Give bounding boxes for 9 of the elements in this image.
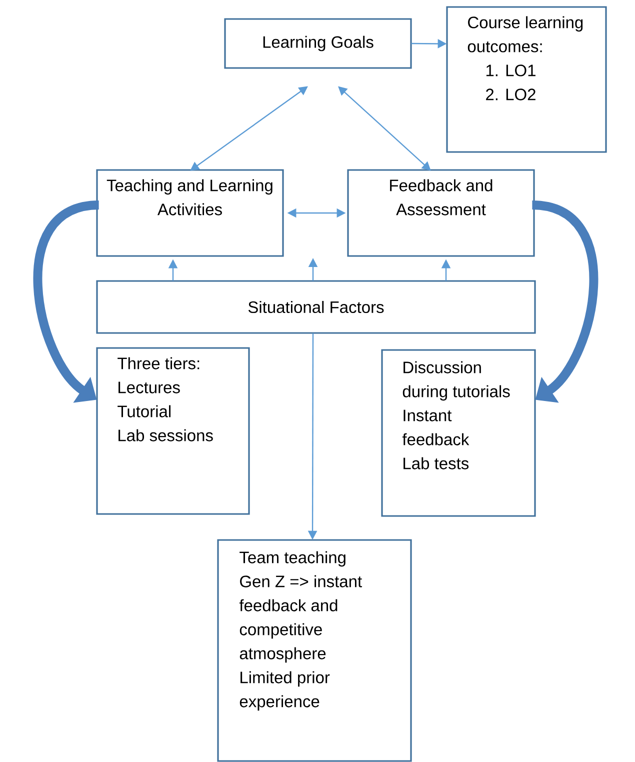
text-box: Team teaching Gen Z => instant feedback and competitive atmosphere Limited prior experience [217, 539, 412, 762]
text-box: Situational Factors [96, 280, 536, 334]
text-box: Feedback and Assessment [347, 169, 535, 257]
arrow [532, 200, 598, 403]
text-box: Course learning outcomes: 1. LO1 2. LO2 [446, 6, 607, 153]
text-box: Teaching and Learning Activities [96, 169, 284, 257]
text-box: Learning Goals [224, 18, 412, 69]
text-box: Three tiers: Lectures Tutorial Lab sessions [96, 347, 250, 515]
text-box: Discussion during tutorials Instant feedback Lab tests [381, 349, 536, 517]
